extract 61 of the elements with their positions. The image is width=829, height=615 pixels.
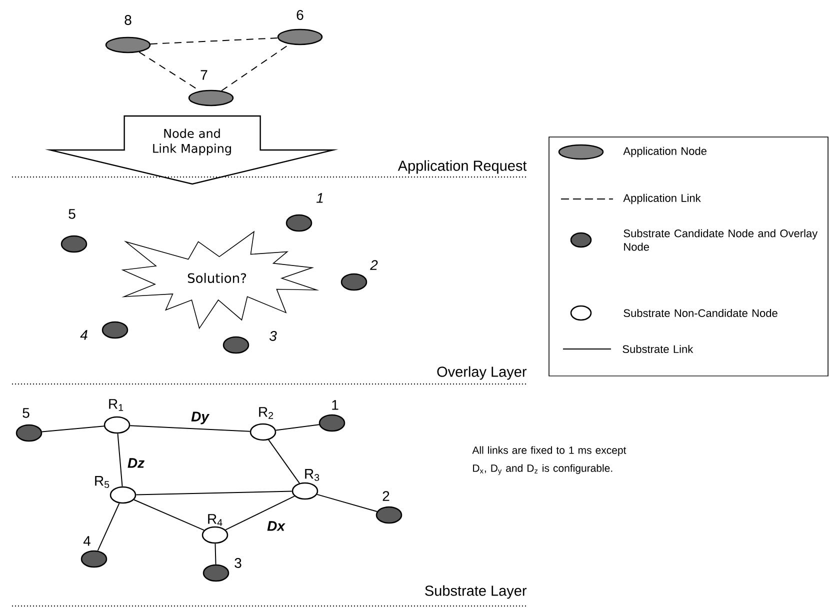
- link: [275, 424, 320, 431]
- legend-text: Application Node: [623, 146, 706, 158]
- node-label: R$_{4}$: [208, 514, 222, 526]
- legend-text: Substrate Link: [622, 344, 694, 354]
- candidate-node: 3: [202, 558, 242, 582]
- node-label: 3: [234, 558, 242, 568]
- node-label: 8: [124, 15, 132, 25]
- node-label: 7: [200, 70, 208, 80]
- candidate-node: 2: [376, 491, 402, 524]
- legend-text: Substrate Non-Candidate Node: [624, 308, 778, 318]
- node-label: 4: [83, 536, 90, 546]
- edge-label: Dy: [191, 412, 210, 424]
- node-label: 5: [68, 209, 76, 219]
- substrate-node: R$_{3}$: [292, 469, 320, 500]
- node-label: 5: [22, 408, 30, 418]
- candidate-node: 5: [16, 408, 42, 442]
- link: [117, 433, 123, 487]
- link: [225, 496, 295, 530]
- node-label: R$_{2}$: [259, 407, 274, 419]
- edge-label: Dx: [267, 521, 286, 531]
- substrate-node: R$_{1}$: [104, 399, 130, 434]
- substrate-node: R$_{4}$: [202, 514, 228, 544]
- candidate-node: 4: [80, 536, 108, 568]
- application-node: 7: [188, 70, 234, 106]
- link: [268, 439, 300, 484]
- link: [214, 543, 216, 565]
- node-label: 1: [332, 400, 338, 410]
- node-label: 1: [316, 193, 323, 203]
- link: [136, 490, 292, 496]
- link: [130, 425, 250, 432]
- candidate-node: 1: [286, 193, 323, 232]
- link: [150, 38, 278, 44]
- node-label: R$_{5}$: [95, 476, 110, 488]
- node-label: 6: [296, 10, 304, 20]
- candidate-node: 1: [318, 400, 346, 432]
- candidate-node: 2: [340, 260, 378, 291]
- legend-text: Substrate Candidate Node and Overlay Node: [624, 229, 818, 251]
- layer-label: Application Request: [398, 160, 527, 174]
- node-label: R$_{3}$: [305, 469, 320, 481]
- substrate-node: R$_{2}$: [250, 407, 276, 441]
- node-label: 2: [370, 260, 378, 270]
- application-node: 8: [105, 15, 151, 54]
- legend-text: Application Link: [623, 194, 701, 204]
- node-label: 2: [382, 491, 390, 501]
- candidate-node: 3: [222, 331, 277, 354]
- node-label: R$_{1}$: [109, 399, 124, 411]
- candidate-node: 5: [60, 209, 88, 253]
- note: All links are fixed to 1 ms except D$_{x}$, D$_{y}$ and D$_{z}$ is configurable.: [472, 446, 626, 475]
- link: [97, 502, 120, 552]
- substrate-node: R$_{5}$: [95, 476, 136, 504]
- node-label: 3: [269, 331, 277, 341]
- node-label: 4: [80, 330, 88, 340]
- layer-label: Substrate Layer: [425, 585, 527, 599]
- starburst: Solution?: [121, 230, 320, 330]
- link: [316, 494, 378, 512]
- link: [221, 44, 290, 92]
- layer-label: Overlay Layer: [437, 366, 527, 380]
- application-node: 6: [277, 10, 323, 46]
- link: [133, 499, 205, 531]
- edge-label: Dz: [128, 458, 144, 468]
- link: [42, 426, 104, 432]
